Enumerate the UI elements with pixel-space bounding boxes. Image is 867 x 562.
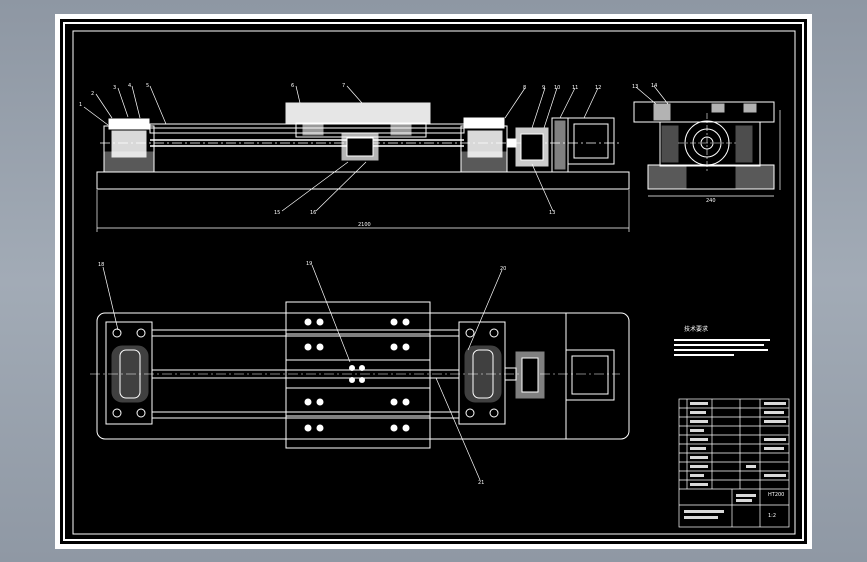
callout-front-9: 9: [542, 85, 545, 91]
callout-front-7: 7: [342, 83, 345, 89]
dimension-side: 240: [706, 198, 716, 204]
sheet-background: [60, 19, 807, 544]
callout-front-1: 1: [79, 102, 82, 108]
front-view-labels: 1 2 3 4 5 6 7 8 9 10 11 12 15 16 13 2100: [79, 83, 601, 228]
notes-title: 技术要求: [684, 325, 708, 333]
top-view-labels: 18 19 20 21: [98, 261, 506, 486]
carriage-plate: [285, 102, 431, 124]
callout-front-11: 11: [572, 85, 578, 91]
top-view: [90, 264, 630, 481]
callout-side-14: 14: [651, 83, 657, 89]
callout-side-13: 13: [632, 84, 638, 90]
callout-front-17: 13: [549, 210, 555, 216]
callout-front-16: 16: [310, 210, 316, 216]
callout-top-20: 20: [500, 266, 506, 272]
callout-top-19: 19: [306, 261, 312, 267]
callout-front-15: 15: [274, 210, 280, 216]
top-base-plate: [96, 312, 630, 440]
callout-front-10: 10: [554, 85, 560, 91]
callout-front-12: 12: [595, 85, 601, 91]
top-carriage: [285, 301, 431, 449]
callout-front-6: 6: [291, 83, 294, 89]
title-block-scale: 1:2: [768, 513, 776, 519]
callout-front-2: 2: [91, 91, 94, 97]
technical-notes: 技术要求: [674, 325, 770, 356]
base-plate: [96, 171, 630, 190]
title-block-labels: HT200 1:2: [768, 492, 784, 519]
drawing-frame: [63, 22, 804, 541]
drawing-inner-frame: [72, 30, 796, 535]
callout-front-5: 5: [146, 83, 149, 89]
callout-front-4: 4: [128, 83, 131, 89]
side-view: [633, 85, 781, 197]
title-block-material: HT200: [768, 492, 784, 498]
callout-top-21: 21: [478, 480, 484, 486]
motor: [567, 117, 615, 165]
callout-top-18: 18: [98, 262, 104, 268]
dimension-total: 2100: [358, 222, 371, 228]
front-view: [83, 85, 630, 232]
top-left-bearing: [105, 321, 153, 425]
side-view-labels: 13 14 240: [632, 83, 716, 204]
front-view-leaders: [83, 85, 599, 212]
title-block: [678, 398, 790, 528]
callout-front-8: 8: [523, 85, 526, 91]
callout-front-3: 3: [113, 85, 116, 91]
